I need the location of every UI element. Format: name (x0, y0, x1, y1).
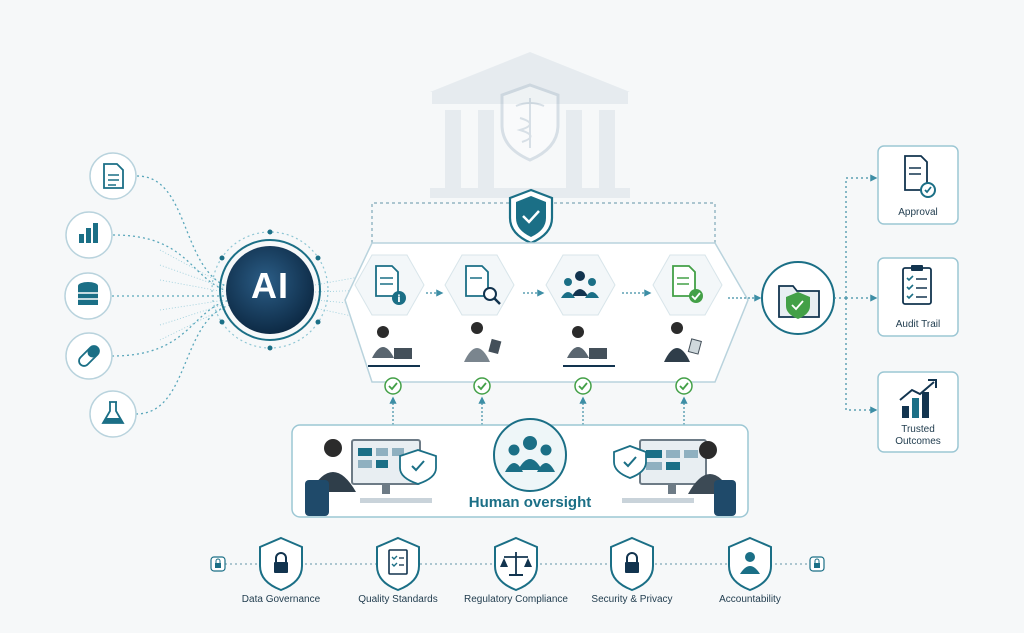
input-pill-icon (65, 332, 113, 380)
ai-core (211, 229, 329, 351)
approval-checks (384, 377, 693, 395)
input-connectors (111, 175, 231, 415)
principle-security-privacy-icon (610, 536, 654, 592)
principle-data-governance-icon (259, 536, 303, 592)
principle-accountability-icon (728, 536, 772, 592)
input-document-icon (89, 152, 137, 200)
secure-folder-icon (761, 261, 835, 335)
principle-regulatory-compliance-icon (494, 536, 538, 592)
document-search-icon (444, 254, 515, 316)
certified-document-icon (652, 254, 723, 316)
data-governance-label: Data Governance (241, 594, 321, 605)
reviewer-laptop-2 (563, 326, 615, 367)
oversight-up-arrows (389, 396, 688, 425)
review-document-info-icon: i (354, 254, 425, 316)
regulatory-compliance-label: Regulatory Compliance (464, 594, 568, 605)
caduceus-shield-icon (500, 83, 560, 162)
accountability-label: Accountability (719, 594, 781, 605)
reviewer-laptop-1 (368, 326, 420, 367)
trusted-outcomes-label: Trusted Outcomes (895, 424, 941, 447)
team-review-icon (545, 254, 616, 316)
approval-document-icon (904, 155, 936, 198)
governance-shield-icon (508, 188, 554, 245)
operator-left (305, 439, 437, 516)
step-arrows (426, 289, 762, 302)
clipboard-checklist-icon (902, 265, 932, 305)
principles-connector (210, 556, 825, 572)
input-flask-icon (89, 390, 137, 438)
approval-label: Approval (898, 207, 938, 218)
reviewer-tablet-1 (464, 322, 502, 362)
security-privacy-label: Security & Privacy (591, 594, 673, 605)
oversight-team-icon (493, 418, 567, 492)
quality-standards-label: Quality Standards (358, 594, 438, 605)
ai-label: AI (251, 265, 289, 306)
operator-right (613, 439, 736, 516)
reviewer-tablet-2 (664, 322, 702, 362)
principle-quality-standards-icon (376, 536, 420, 592)
input-bar-chart-icon (65, 211, 113, 259)
svg-text:i: i (397, 294, 400, 305)
output-connectors (834, 174, 878, 414)
input-database-icon (64, 272, 112, 320)
growth-chart-icon (899, 379, 937, 418)
process-pipeline (344, 242, 749, 383)
human-oversight-label: Human oversight (468, 494, 592, 511)
audit-trail-label: Audit Trail (895, 319, 941, 330)
